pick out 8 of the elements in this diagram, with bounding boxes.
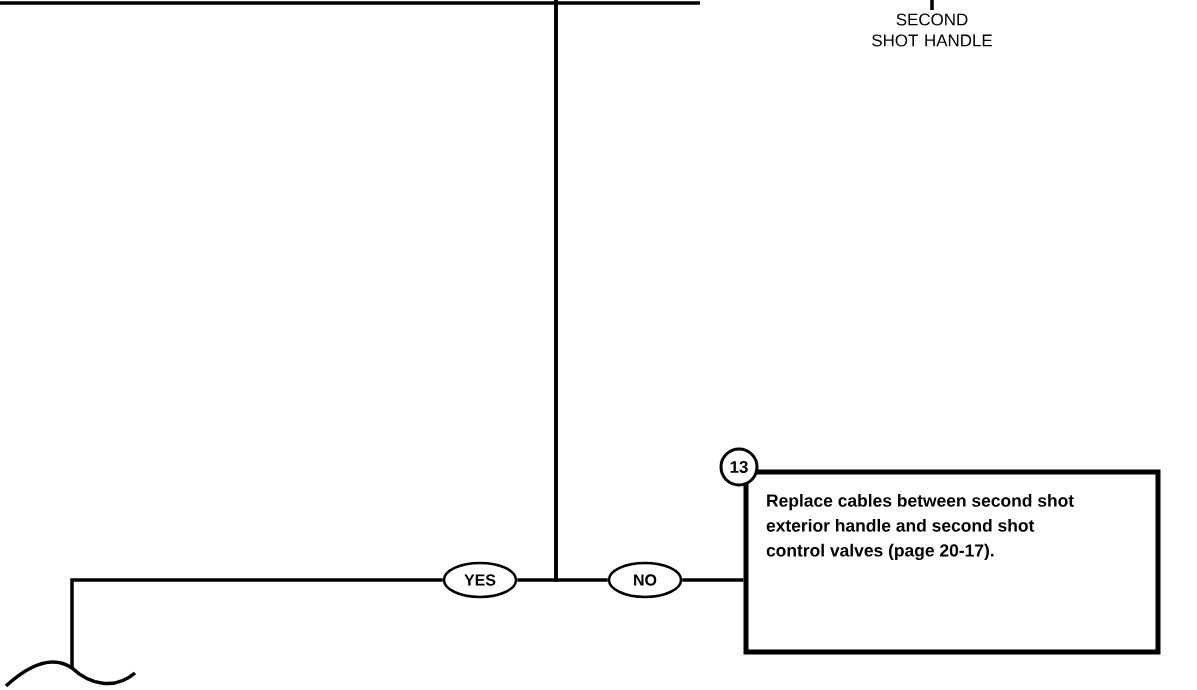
part-label: SECOND SHOT HANDLE: [872, 13, 992, 47]
answer-oval: NO: [607, 561, 683, 599]
flow-line: [70, 578, 443, 668]
answer-oval: YES: [442, 561, 518, 599]
flow-line: [554, 0, 608, 582]
flow-line: [682, 578, 744, 582]
step-number: 13: [719, 447, 759, 487]
leader-line: [930, 0, 934, 10]
